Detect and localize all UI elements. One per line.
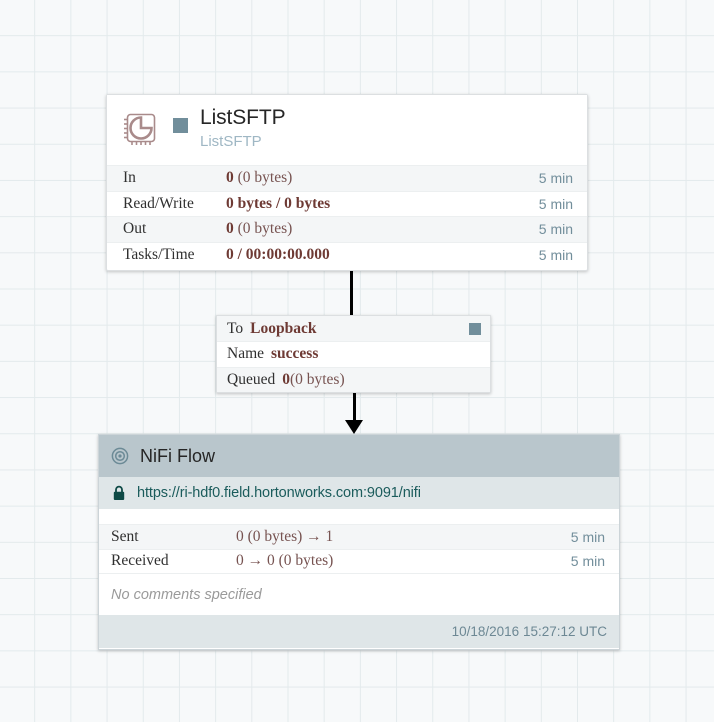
stat-value: 0 bytes / 0 bytes xyxy=(226,195,539,213)
connection-label-loopback[interactable]: To Loopback Name success Queued 0 (0 byt… xyxy=(216,315,491,393)
connection-queued-count: 0 xyxy=(282,370,290,388)
processor-name: ListSFTP xyxy=(200,106,286,129)
processor-stop-status-icon[interactable] xyxy=(173,118,188,133)
connection-arrowhead-icon xyxy=(345,420,363,434)
stat-label: Out xyxy=(123,220,147,238)
stat-label: Tasks/Time xyxy=(123,245,195,263)
stat-value: 0 / 00:00:00.000 xyxy=(226,246,539,264)
connection-line-processor-to-label[interactable] xyxy=(350,271,353,316)
processor-type: ListSFTP xyxy=(200,133,262,150)
stat-time: 5 min xyxy=(538,246,573,263)
connection-stop-status-icon[interactable] xyxy=(469,322,481,335)
stat-time: 5 min xyxy=(538,195,573,212)
rpg-url-row[interactable]: https://ri-hdf0.field.hortonworks.com:90… xyxy=(99,477,619,509)
stat-value-rest: (0 bytes) xyxy=(233,220,293,238)
connection-row-destination: To Loopback xyxy=(217,316,490,342)
stat-label: Read/Write xyxy=(123,194,194,212)
stat-value-rest: (0 bytes) xyxy=(233,169,293,187)
stat-value: 0 (0 bytes) xyxy=(226,169,539,187)
stat-value-bold: 0 xyxy=(226,220,234,238)
processor-stat-row-read-write: Read/Write 0 bytes / 0 bytes 5 min xyxy=(107,190,587,216)
processor-node-listsftp[interactable]: ListSFTP ListSFTP In 0 (0 bytes) 5 min R… xyxy=(106,94,588,271)
rpg-stat-row-received: Received 0 → 0 (0 bytes) 5 min xyxy=(99,548,619,573)
stat-label: In xyxy=(123,169,136,187)
connection-queued-label: Queued xyxy=(227,370,276,388)
connection-queued-size: (0 bytes) xyxy=(289,370,345,388)
stat-value-bold: 0 / 00:00:00.000 xyxy=(226,245,330,263)
connection-line-label-to-rpg[interactable] xyxy=(353,392,356,424)
rpg-timestamp: 10/18/2016 15:27:12 UTC xyxy=(99,615,619,648)
stat-time: 5 min xyxy=(570,553,605,570)
stat-time: 5 min xyxy=(538,221,573,238)
connection-name-label: Name xyxy=(227,345,265,363)
connection-to-label: To xyxy=(227,319,244,337)
stat-value-bold: 0 bytes / 0 bytes xyxy=(226,194,331,212)
stat-value: 0 (0 bytes) xyxy=(226,220,539,238)
processor-stat-row-out: Out 0 (0 bytes) 5 min xyxy=(107,216,587,242)
stat-time: 5 min xyxy=(538,170,573,187)
processor-titles: ListSFTP ListSFTP xyxy=(200,107,286,149)
rpg-comments: No comments specified xyxy=(99,573,619,615)
stat-value: 0 → 0 (0 bytes) xyxy=(236,552,334,570)
stat-value-bold: 0 xyxy=(226,169,234,187)
rpg-header: NiFi Flow xyxy=(99,435,619,477)
rpg-stat-row-sent: Sent 0 (0 bytes) → 1 5 min xyxy=(99,524,619,549)
stat-label: Sent xyxy=(111,527,139,545)
processor-header: ListSFTP ListSFTP xyxy=(107,95,587,165)
rpg-name: NiFi Flow xyxy=(140,445,215,466)
processor-stat-row-in: In 0 (0 bytes) 5 min xyxy=(107,165,587,191)
rpg-spacer xyxy=(99,509,619,524)
stat-label: Received xyxy=(111,552,169,570)
connection-to-value: Loopback xyxy=(250,319,317,337)
lock-icon xyxy=(113,485,125,500)
processor-stat-row-tasks-time: Tasks/Time 0 / 00:00:00.000 5 min xyxy=(107,241,587,267)
stat-value: 0 (0 bytes) → 1 xyxy=(236,527,334,545)
remote-process-group-nifi-flow[interactable]: NiFi Flow https://ri-hdf0.field.hortonwo… xyxy=(98,434,620,650)
rpg-url[interactable]: https://ri-hdf0.field.hortonworks.com:90… xyxy=(137,485,421,501)
connection-row-name: Name success xyxy=(217,341,490,367)
connection-name-value: success xyxy=(271,345,319,363)
connection-row-queued: Queued 0 (0 bytes) xyxy=(217,366,490,392)
processor-chip-icon xyxy=(124,113,156,145)
stat-time: 5 min xyxy=(570,528,605,545)
remote-process-group-target-icon xyxy=(111,447,129,465)
